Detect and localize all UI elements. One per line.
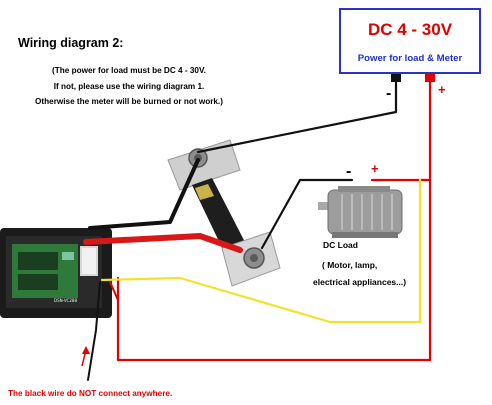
note-line-3: Otherwise the meter will be burned or no… (35, 97, 223, 106)
psu-voltage-label: DC 4 - 30V (367, 20, 453, 39)
diagram-title: Wiring diagram 2: (18, 36, 124, 50)
load-description-1: ( Motor, lamp, (322, 260, 378, 270)
warning-text: The black wire do NOT connect anywhere. (8, 389, 173, 398)
meter-model-label: DSN-VC288 (54, 298, 77, 303)
panel-meter: DSN-VC288 (0, 228, 112, 318)
note-line-2: If not, please use the wiring diagram 1. (53, 82, 205, 91)
power-supply-box: DC 4 - 30V Power for load & Meter (339, 8, 481, 74)
psu-positive-mark: + (438, 82, 446, 97)
shunt-resistor (167, 139, 281, 287)
load-description-2: electrical appliances...) (313, 277, 407, 287)
psu-negative-mark: - (386, 85, 391, 102)
load-negative-mark: - (346, 163, 351, 180)
psu-caption: Power for load & Meter (357, 53, 463, 64)
warning-arrow (81, 346, 90, 367)
note-line-1: (The power for load must be DC 4 - 30V. (52, 66, 206, 75)
psu-negative-terminal (391, 72, 401, 82)
load-positive-mark: + (371, 161, 379, 176)
wires (83, 78, 432, 381)
dc-load-motor (318, 186, 403, 238)
psu-positive-terminal (425, 72, 435, 82)
load-name: DC Load (323, 240, 358, 250)
